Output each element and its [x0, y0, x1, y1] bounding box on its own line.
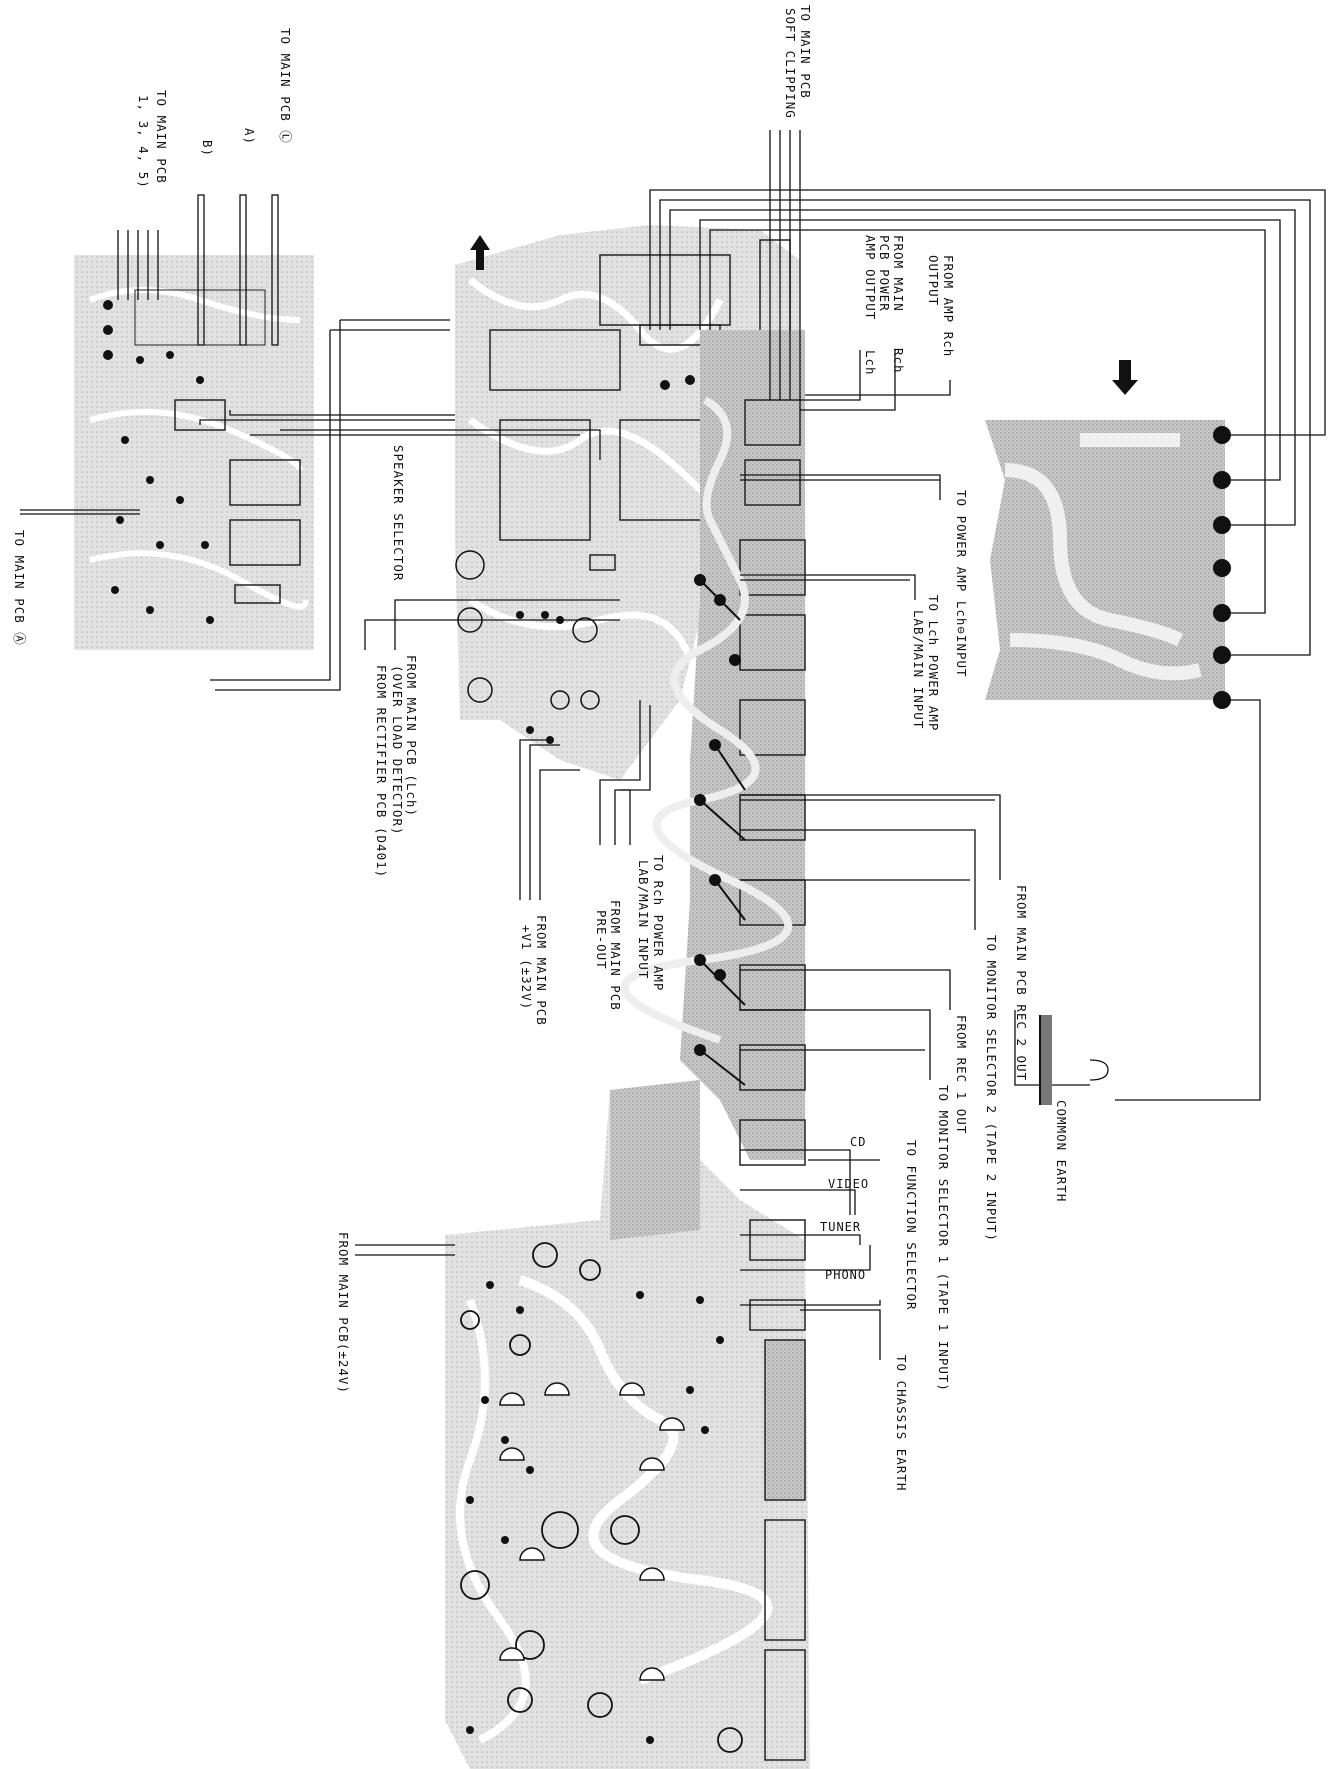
label-main-24v: FROM MAIN PCB(±24V): [336, 1232, 351, 1394]
label-rectifier: FROM RECTIFIER PCB (D401): [374, 665, 389, 879]
label-tuner: TUNER: [820, 1220, 862, 1234]
label-rch: Rch: [891, 348, 906, 374]
label-to-main-pcb-a: TO MAIN PCB Ⓐ: [12, 530, 27, 646]
label-rec1-out: FROM REC 1 OUT: [954, 1015, 969, 1135]
label-lch-power-amp-1: TO Lch POWER AMP: [926, 595, 941, 732]
label-rch-power-amp-2: LAB/MAIN INPUT: [636, 860, 651, 980]
label-lch: Lch: [863, 350, 878, 376]
label-power-amp-out-3: AMP OUTPUT: [863, 235, 878, 321]
label-pre-out-1: FROM MAIN PCB: [608, 900, 623, 1011]
label-phono: PHONO: [825, 1268, 867, 1282]
label-pin-a: A): [242, 128, 257, 146]
label-soft-clipping-1: TO MAIN PCB: [798, 5, 813, 99]
down-arrow-icon: [1112, 360, 1138, 395]
label-rch-power-amp-1: TO Rch POWER AMP: [651, 855, 666, 992]
label-amp-rch-out-1: FROM AMP Rch: [941, 255, 956, 358]
label-speaker-selector: SPEAKER SELECTOR: [391, 445, 406, 582]
label-power-amp-out-1: FROM MAIN: [891, 235, 906, 312]
label-to-main-pcb-l: TO MAIN PCB Ⓛ: [278, 28, 293, 144]
speaker-terminal-pcb: [985, 420, 1231, 709]
label-video: VIDEO: [828, 1177, 870, 1191]
label-v1-1: FROM MAIN PCB: [534, 915, 549, 1026]
label-over-load-2: (OVER LOAD DETECTOR): [390, 665, 405, 836]
label-soft-clipping-2: SOFT CLIPPING: [783, 8, 798, 119]
label-cd: CD: [850, 1135, 867, 1149]
selector-pcb: [620, 330, 806, 1166]
label-main-pcb-a-top: TO MAIN PCB: [154, 90, 169, 184]
label-common-earth: COMMON EARTH: [1054, 1100, 1069, 1203]
label-main-pcb-a-sub: 1, 3, 4, 5): [136, 95, 151, 189]
label-v1-2: +V1 (±32V): [519, 925, 534, 1011]
wire-harness: [20, 130, 1326, 1360]
label-monitor1: TO MONITOR SELECTOR 1 (TAPE 1 INPUT): [936, 1085, 951, 1392]
input-pcb: [445, 1080, 810, 1769]
label-rec2-out: FROM MAIN PCB REC 2 OUT: [1014, 885, 1029, 1082]
common-earth-terminal: [1039, 1015, 1052, 1105]
label-chassis-earth: TO CHASSIS EARTH: [894, 1355, 909, 1492]
label-function-selector: TO FUNCTION SELECTOR: [904, 1140, 919, 1311]
label-monitor2: TO MONITOR SELECTOR 2 (TAPE 2 INPUT): [984, 935, 999, 1242]
label-power-amp-out-2: PCB POWER: [877, 235, 892, 312]
label-over-load-1: FROM MAIN PCB (Lch): [404, 655, 419, 817]
label-to-power-amp-lch: TO POWER AMP Lch⊖INPUT: [954, 490, 969, 678]
up-arrow-icon: [470, 235, 490, 270]
label-lch-power-amp-2: LAB/MAIN INPUT: [911, 610, 926, 730]
label-pin-b: B): [200, 140, 215, 158]
label-amp-rch-out-2: OUTPUT: [926, 255, 941, 307]
label-pre-out-2: PRE-OUT: [594, 910, 609, 970]
